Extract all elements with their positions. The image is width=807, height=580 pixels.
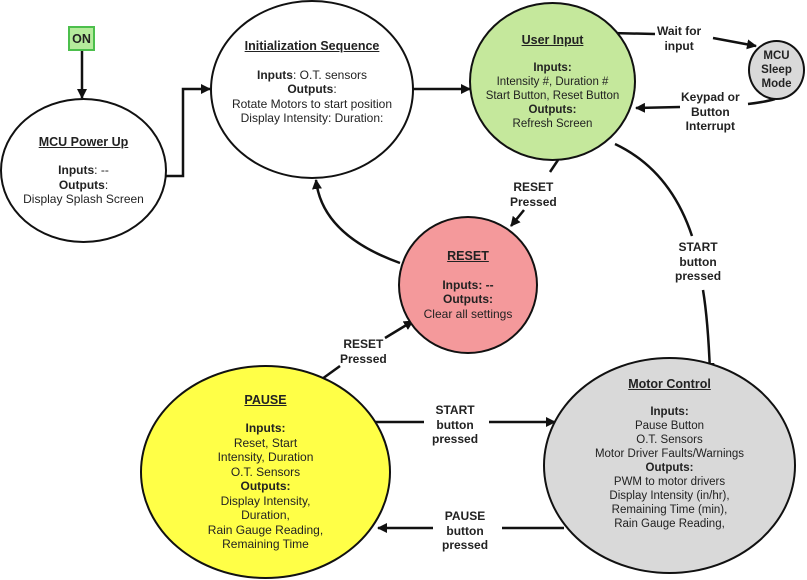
sleep-line: MCU xyxy=(763,50,790,62)
outputs-line: Outputs: xyxy=(58,177,109,192)
output-item: Refresh Screen xyxy=(512,117,593,130)
edge-sleep-to-userinput xyxy=(747,97,776,106)
edge-reset-to-init xyxy=(312,179,401,265)
edge-userinput-to-reset-a xyxy=(548,159,560,173)
input-item: Intensity, Duration xyxy=(217,450,314,464)
edge-userinput-to-sleep-arrow xyxy=(712,36,757,50)
output-item: PWM to motor drivers xyxy=(613,476,726,488)
input-item: O.T. Sensors xyxy=(230,464,301,479)
state-pause: PAUSE Inputs: Reset, Start Intensity, Du… xyxy=(140,365,391,579)
state-title: PAUSE xyxy=(244,392,287,407)
on-start-box: ON xyxy=(68,26,95,51)
state-title: RESET xyxy=(447,249,489,263)
state-title: User Input xyxy=(521,32,584,47)
state-motor-control: Motor Control Inputs: Pause Button O.T. … xyxy=(543,357,796,574)
outputs-label: Outputs: xyxy=(645,462,694,474)
state-title: Motor Control xyxy=(628,377,711,391)
state-title: Initialization Sequence xyxy=(244,39,380,54)
output-item: Remaining Time (min), xyxy=(611,504,728,516)
output-item: Display Intensity, xyxy=(220,493,311,508)
inputs-line: Inputs: -- xyxy=(58,163,109,177)
output-item: Display Intensity (in/hr), xyxy=(609,490,730,502)
sleep-line: Mode xyxy=(761,78,792,90)
output-item: Clear all settings xyxy=(423,306,513,321)
state-initialization-sequence: Initialization Sequence Inputs: O.T. sen… xyxy=(210,0,414,179)
state-mcu-sleep-mode: MCU Sleep Mode xyxy=(748,40,805,100)
output-item: Duration, xyxy=(241,508,290,522)
state-mcu-power-up: MCU Power Up Inputs: -- Outputs: Display… xyxy=(0,98,167,243)
input-item: O.T. Sensors xyxy=(636,434,703,446)
edge-pause-to-reset-b xyxy=(384,319,414,340)
edge-userinput-to-motor-b xyxy=(701,289,715,373)
output-item: Rain Gauge Reading, xyxy=(614,518,725,530)
outputs-line: Outputs: xyxy=(287,82,337,97)
inputs-label: Inputs: -- xyxy=(442,277,494,292)
outputs-label: Outputs: xyxy=(528,103,577,116)
edge-userinput-to-motor-a xyxy=(614,142,694,237)
output-item: Display Splash Screen xyxy=(23,192,144,206)
output-item: Rain Gauge Reading, xyxy=(207,522,324,537)
output-item: Display Intensity: Duration: xyxy=(240,111,384,126)
edge-userinput-to-reset-b xyxy=(510,209,525,227)
inputs-label: Inputs: xyxy=(245,421,286,435)
input-item: Start Button, Reset Button xyxy=(485,89,620,102)
edge-sleep-to-userinput-arrow xyxy=(635,102,681,113)
inputs-label: Inputs: xyxy=(533,61,572,74)
inputs-line: Inputs: O.T. sensors xyxy=(256,67,368,82)
output-item: Rotate Motors to start position xyxy=(231,96,393,111)
sleep-line: Sleep xyxy=(761,64,792,76)
input-item: Pause Button xyxy=(634,420,705,432)
input-item: Motor Driver Faults/Warnings xyxy=(594,448,745,460)
edge-powerup-to-init xyxy=(166,84,211,178)
state-reset: RESET Inputs: -- Outputs: Clear all sett… xyxy=(398,216,538,354)
state-title: MCU Power Up xyxy=(38,134,129,149)
outputs-label: Outputs: xyxy=(443,292,493,306)
input-item: Reset, Start xyxy=(233,435,298,450)
output-item: Remaining Time xyxy=(222,537,309,551)
input-item: Intensity #, Duration # xyxy=(496,75,609,88)
inputs-label: Inputs: xyxy=(650,406,689,418)
outputs-label: Outputs: xyxy=(240,479,291,493)
state-user-input: User Input Inputs: Intensity #, Duration… xyxy=(469,2,636,161)
